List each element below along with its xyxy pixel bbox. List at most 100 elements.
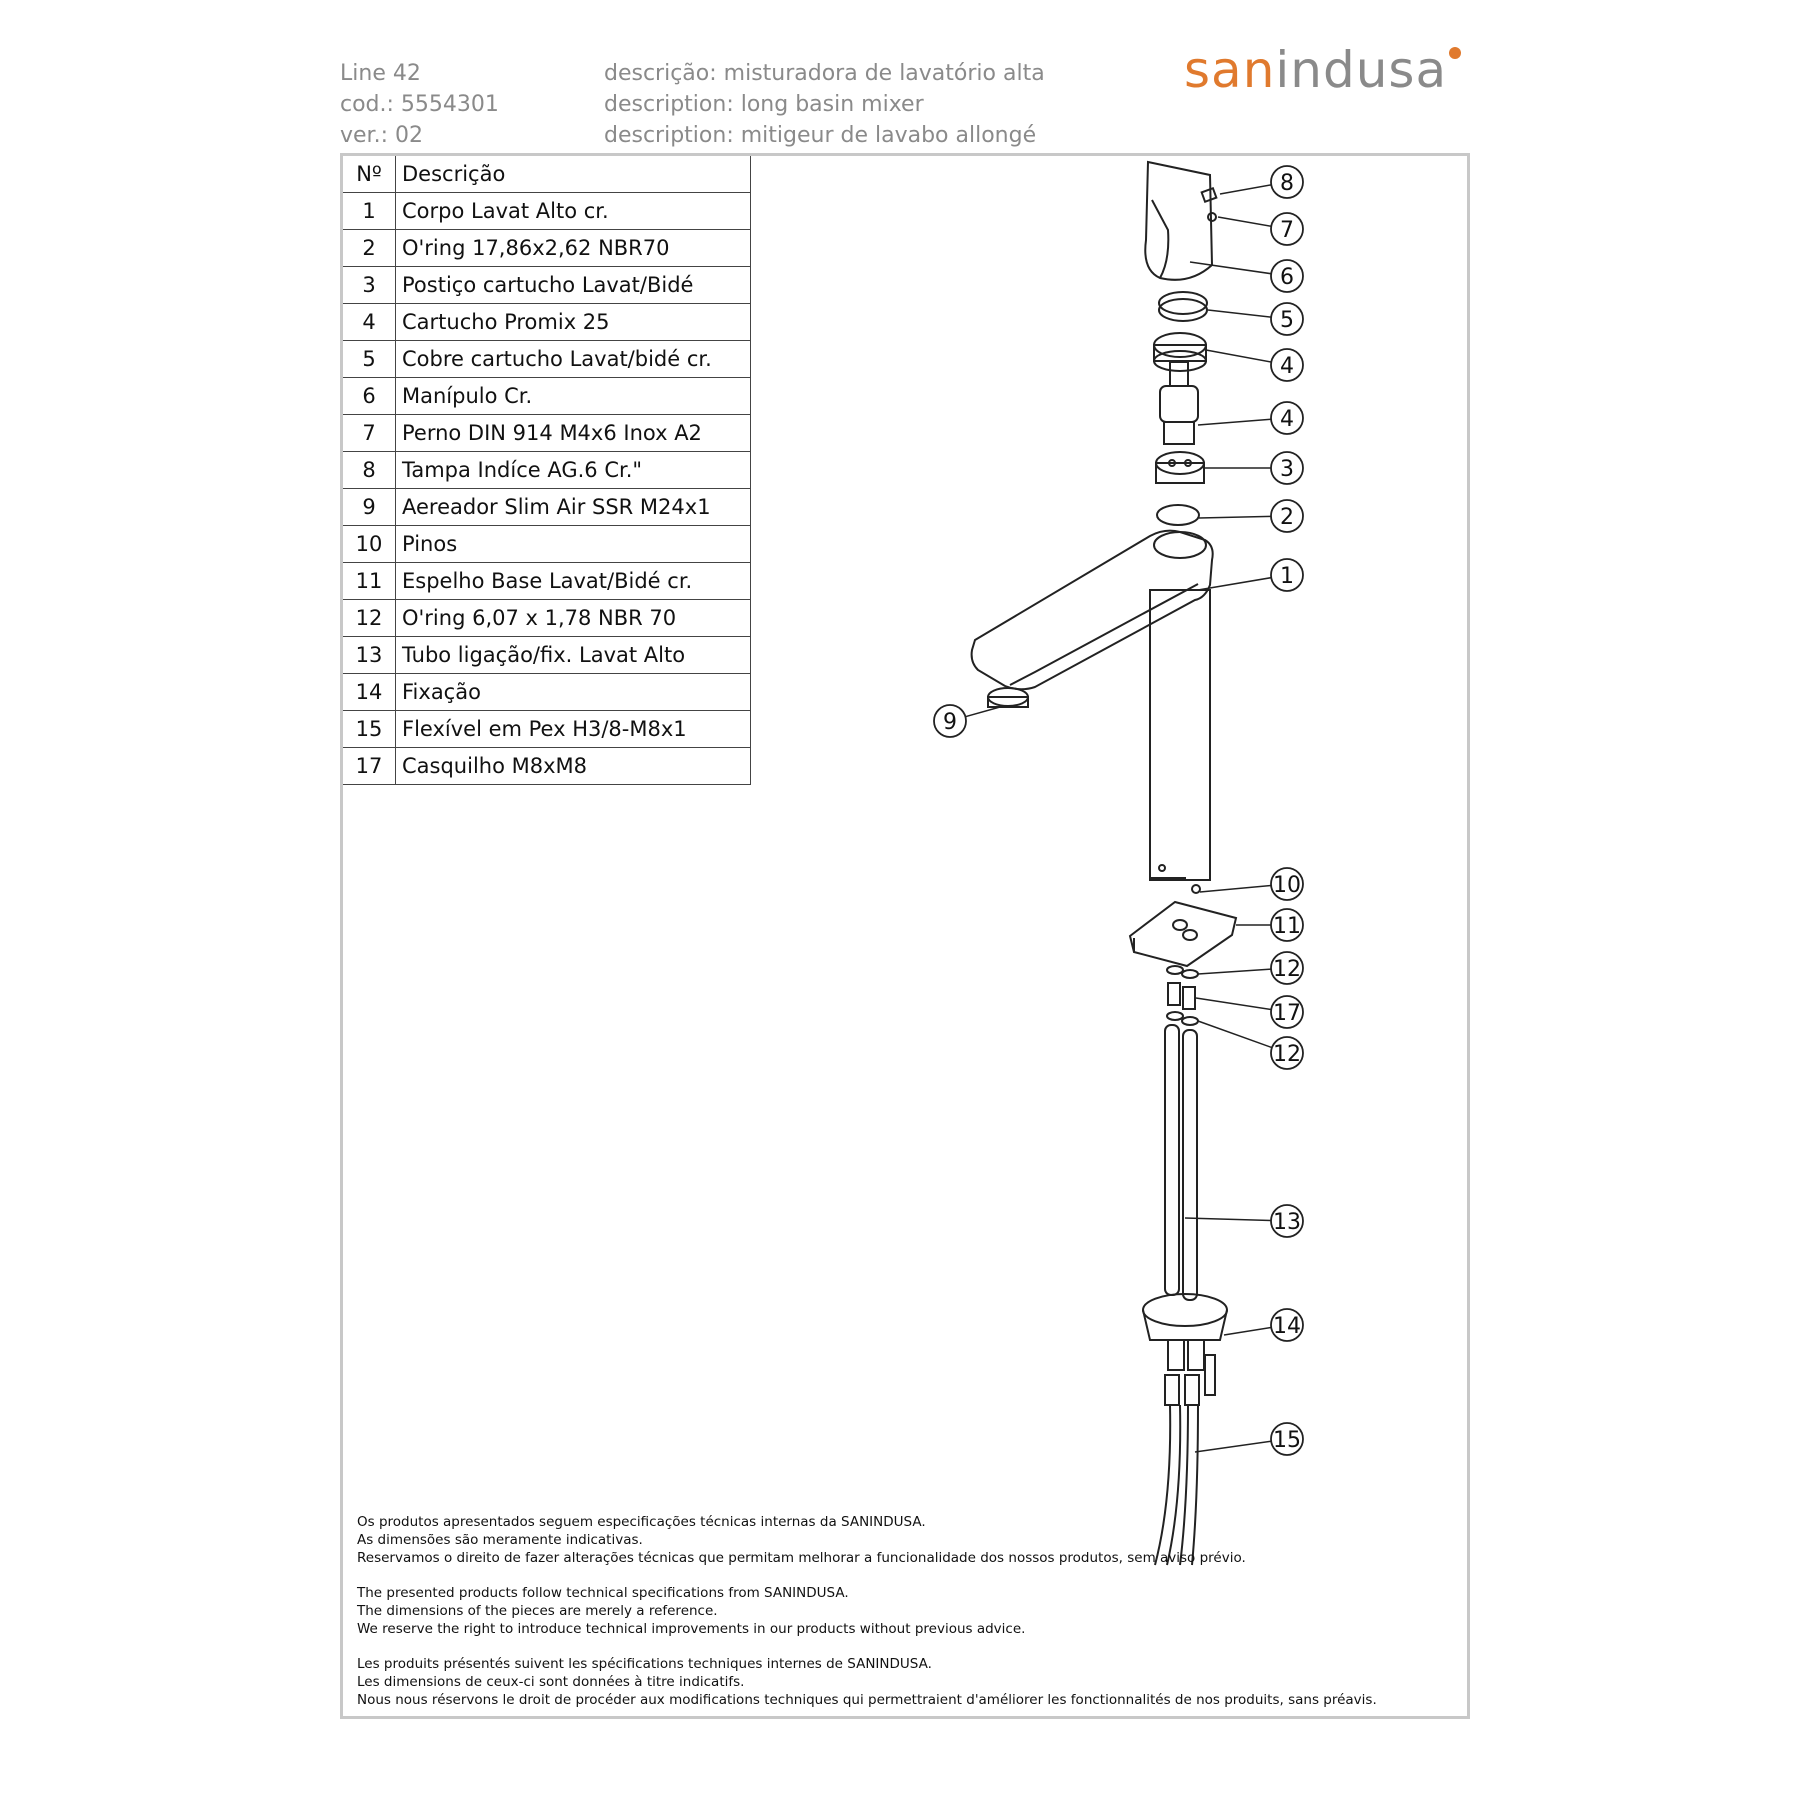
faucet-body-part bbox=[970, 529, 1214, 691]
callout-12: 12 bbox=[1197, 951, 1304, 985]
column-header-number: Nº bbox=[343, 156, 396, 193]
callout-circle bbox=[1270, 212, 1304, 246]
callout-circle bbox=[1270, 259, 1304, 293]
note-line: Les dimensions de ceux-ci sont données à… bbox=[357, 1674, 745, 1690]
product-line: Line 42 bbox=[340, 61, 421, 86]
index-cap-part bbox=[1200, 186, 1218, 204]
callout-10: 10 bbox=[1199, 867, 1304, 901]
callout-label: 7 bbox=[1280, 218, 1294, 243]
callout-circle bbox=[1270, 867, 1304, 901]
callout-circle bbox=[1270, 908, 1304, 942]
callout-leader-line bbox=[1205, 349, 1272, 363]
part-description: Postiço cartucho Lavat/Bidé bbox=[395, 266, 751, 304]
callout-leader-line bbox=[1197, 968, 1272, 975]
callout-circle bbox=[1270, 165, 1304, 199]
part-number: 17 bbox=[343, 747, 396, 785]
part-number: 10 bbox=[343, 525, 396, 563]
oring-small-part bbox=[1166, 965, 1184, 975]
callout-8: 8 bbox=[1219, 165, 1304, 199]
description-fr: description: mitigeur de lavabo allongé bbox=[604, 123, 1037, 148]
part-description: Manípulo Cr. bbox=[395, 377, 751, 415]
part-description: Perno DIN 914 M4x6 Inox A2 bbox=[395, 414, 751, 452]
callout-label: 14 bbox=[1273, 1314, 1301, 1339]
callout-leader-line bbox=[1194, 1440, 1272, 1453]
part-number: 2 bbox=[343, 229, 396, 267]
cartridge-part bbox=[1169, 361, 1189, 387]
callout-circle bbox=[1270, 348, 1304, 382]
part-number: 4 bbox=[343, 303, 396, 341]
callout-leader-line bbox=[1189, 261, 1272, 275]
callout-1: 1 bbox=[1197, 558, 1304, 592]
callout-circle bbox=[1270, 451, 1304, 485]
handle-part bbox=[1144, 160, 1214, 281]
callout-17: 17 bbox=[1195, 995, 1304, 1029]
flexible-hose-part bbox=[1164, 1374, 1180, 1406]
callout-label: 3 bbox=[1280, 457, 1294, 482]
product-code: cod.: 5554301 bbox=[340, 92, 499, 117]
part-description: Fixação bbox=[395, 673, 751, 711]
part-number: 8 bbox=[343, 451, 396, 489]
callout-circle bbox=[1270, 401, 1304, 435]
note-line: The presented products follow technical … bbox=[357, 1585, 849, 1601]
part-number: 14 bbox=[343, 673, 396, 711]
logo-mark-icon bbox=[1449, 47, 1462, 59]
callout-circle bbox=[1270, 558, 1304, 592]
part-description: Tampa Indíce AG.6 Cr." bbox=[395, 451, 751, 489]
part-number: 1 bbox=[343, 192, 396, 230]
callout-circle bbox=[1270, 951, 1304, 985]
part-number: 7 bbox=[343, 414, 396, 452]
callout-leader-line bbox=[1207, 309, 1272, 318]
callout-5: 5 bbox=[1207, 302, 1304, 336]
cartridge-cover-part bbox=[1158, 291, 1208, 315]
callout-circle bbox=[1270, 1036, 1304, 1070]
callout-label: 4 bbox=[1280, 407, 1294, 432]
callout-4: 4 bbox=[1205, 348, 1304, 382]
product-info: Line 42 cod.: 5554301 ver.: 02 bbox=[340, 58, 499, 151]
callout-15: 15 bbox=[1194, 1422, 1304, 1456]
callout-leader-line bbox=[1198, 515, 1272, 519]
part-number: 13 bbox=[343, 636, 396, 674]
part-description: Espelho Base Lavat/Bidé cr. bbox=[395, 562, 751, 600]
callout-label: 13 bbox=[1273, 1210, 1301, 1235]
part-description: Tubo ligação/fix. Lavat Alto bbox=[395, 636, 751, 674]
column-header-description: Descrição bbox=[395, 156, 751, 193]
drawing-frame bbox=[340, 153, 1470, 1719]
callout-leader-line bbox=[1195, 997, 1272, 1011]
callout-leader-line bbox=[1184, 1217, 1272, 1222]
callout-11: 11 bbox=[1236, 908, 1304, 942]
callout-label: 9 bbox=[943, 710, 957, 735]
callout-group: 8 7 6 5 4 4 3 2 1 9 10 11 12 17 12 13 14 15 bbox=[933, 165, 1304, 1456]
callout-label: 6 bbox=[1280, 265, 1294, 290]
part-description: Pinos bbox=[395, 525, 751, 563]
oring-large-part bbox=[1156, 504, 1200, 526]
note-line: Os produtos apresentados seguem especifi… bbox=[357, 1514, 926, 1530]
callout-leader-line bbox=[965, 706, 1001, 718]
screw-part bbox=[1207, 212, 1217, 222]
part-description: Cobre cartucho Lavat/bidé cr. bbox=[395, 340, 751, 378]
callout-label: 1 bbox=[1280, 564, 1294, 589]
callout-circle bbox=[1270, 1204, 1304, 1238]
faucet-parts bbox=[970, 160, 1238, 1566]
callout-label: 4 bbox=[1280, 354, 1294, 379]
description-pt: descrição: misturadora de lavatório alta bbox=[604, 61, 1045, 86]
part-description: O'ring 17,86x2,62 NBR70 bbox=[395, 229, 751, 267]
product-description: descrição: misturadora de lavatório alta… bbox=[604, 58, 1045, 151]
part-description: Cartucho Promix 25 bbox=[395, 303, 751, 341]
note-line: As dimensões são meramente indicativas. bbox=[357, 1532, 643, 1548]
callout-6: 6 bbox=[1189, 259, 1304, 293]
callout-label: 12 bbox=[1273, 1042, 1301, 1067]
callout-circle bbox=[1270, 1422, 1304, 1456]
callout-leader-line bbox=[1199, 884, 1272, 893]
callout-2: 2 bbox=[1198, 499, 1304, 533]
